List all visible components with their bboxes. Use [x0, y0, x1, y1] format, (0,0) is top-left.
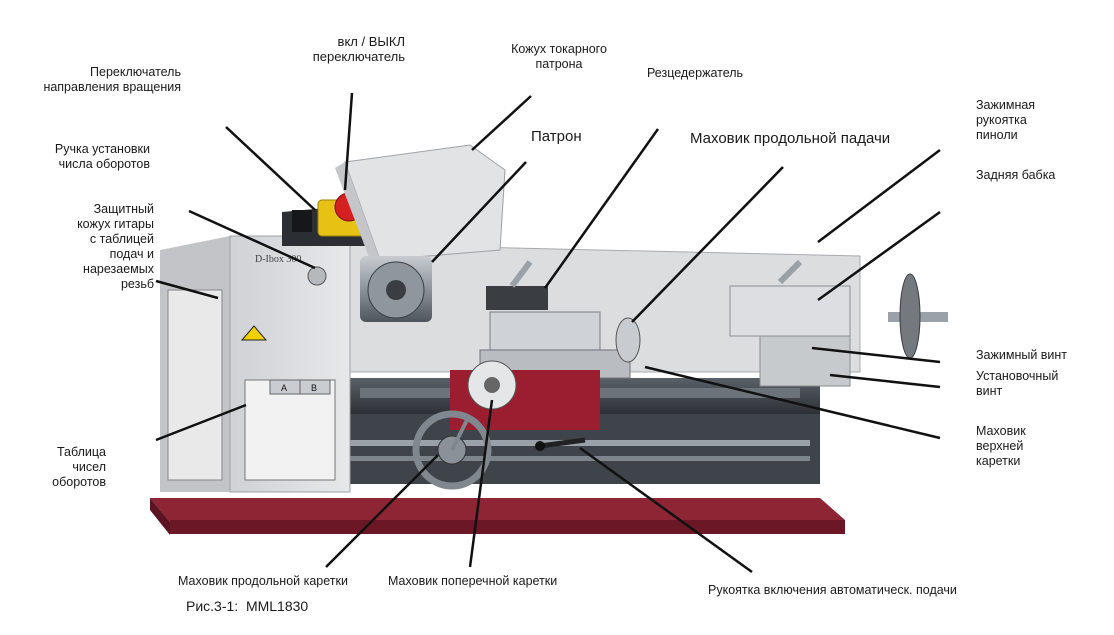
- leader-gear-cover-knob: [188, 209, 316, 270]
- label-chuck-guard: Кожух токарного патрона: [511, 42, 607, 71]
- leader-cross-handwheel: [468, 399, 494, 568]
- leader-speed-knob: [225, 126, 316, 211]
- label-direction-switch: Переключатель направления вращения: [43, 65, 181, 94]
- label-adjust-screw: Установочный винт: [976, 369, 1059, 398]
- label-speed-table: Таблица чисел оборотов: [52, 445, 106, 489]
- auto-feed-lever[interactable]: [535, 437, 586, 451]
- leader-top-slide: [644, 365, 941, 440]
- headstock: D-Ibox 300 A B: [160, 235, 351, 493]
- leader-chuck: [431, 161, 527, 263]
- label-spindle-clamp: Зажимная рукоятка пиноли: [976, 98, 1036, 142]
- leader-spindle-clamp: [817, 149, 941, 243]
- leader-on-off-switch: [343, 92, 354, 191]
- label-tool-post: Резцедержатель: [647, 66, 744, 80]
- label-longitudinal-handwheel: Маховик продольной каретки: [178, 574, 348, 588]
- leader-speed-table: [155, 403, 247, 442]
- top-slide-handwheel[interactable]: [615, 317, 641, 363]
- base-tray: [150, 498, 845, 535]
- label-clamp-screw: Зажимный винт: [976, 348, 1068, 362]
- label-top-slide-handwheel: Маховик верхней каретки: [976, 424, 1026, 468]
- label-tailstock: Задняя бабка: [976, 168, 1056, 182]
- chuck: [360, 256, 432, 322]
- leader-chuck-guard: [471, 95, 532, 151]
- table-header-b: B: [311, 383, 317, 393]
- leader-lines: [155, 92, 941, 574]
- leader-auto-feed: [579, 446, 753, 574]
- longitudinal-handwheel[interactable]: [412, 410, 492, 490]
- brand-plate: D-Ibox 300: [255, 254, 301, 265]
- label-cross-handwheel: Маховик поперечной каретки: [388, 574, 558, 588]
- leader-tool-post: [543, 128, 660, 289]
- tailstock: [729, 259, 948, 387]
- tailstock-handwheel[interactable]: [899, 273, 921, 359]
- label-auto-feed-lever: Рукоятка включения автоматическ. подачи: [708, 583, 957, 597]
- table-header-a: A: [281, 383, 287, 393]
- label-speed-knob: Ручка установки числа оборотов: [54, 142, 150, 171]
- speed-knob[interactable]: [307, 266, 327, 286]
- label-on-off-switch: вкл / ВЫКЛ переключатель: [312, 34, 405, 64]
- leader-clamp-screw: [811, 346, 941, 364]
- leader-longitudinal-handwheel: [325, 454, 439, 568]
- label-gear-cover: Защитный кожух гитары с таблицей подач и…: [77, 202, 154, 291]
- label-carriage-handwheel-top: Маховик продольной падачи: [690, 130, 891, 147]
- leader-adjust-screw: [829, 373, 941, 389]
- tool-post[interactable]: [486, 286, 548, 310]
- leader-carriage-handwheel: [631, 166, 784, 323]
- label-chuck: Патрон: [531, 128, 582, 145]
- leader-gear-cover: [155, 279, 219, 300]
- leader-tailstock: [817, 210, 941, 302]
- cross-slide-handwheel[interactable]: [467, 360, 517, 410]
- figure-caption: Рис.3-1: MML1830: [186, 598, 309, 614]
